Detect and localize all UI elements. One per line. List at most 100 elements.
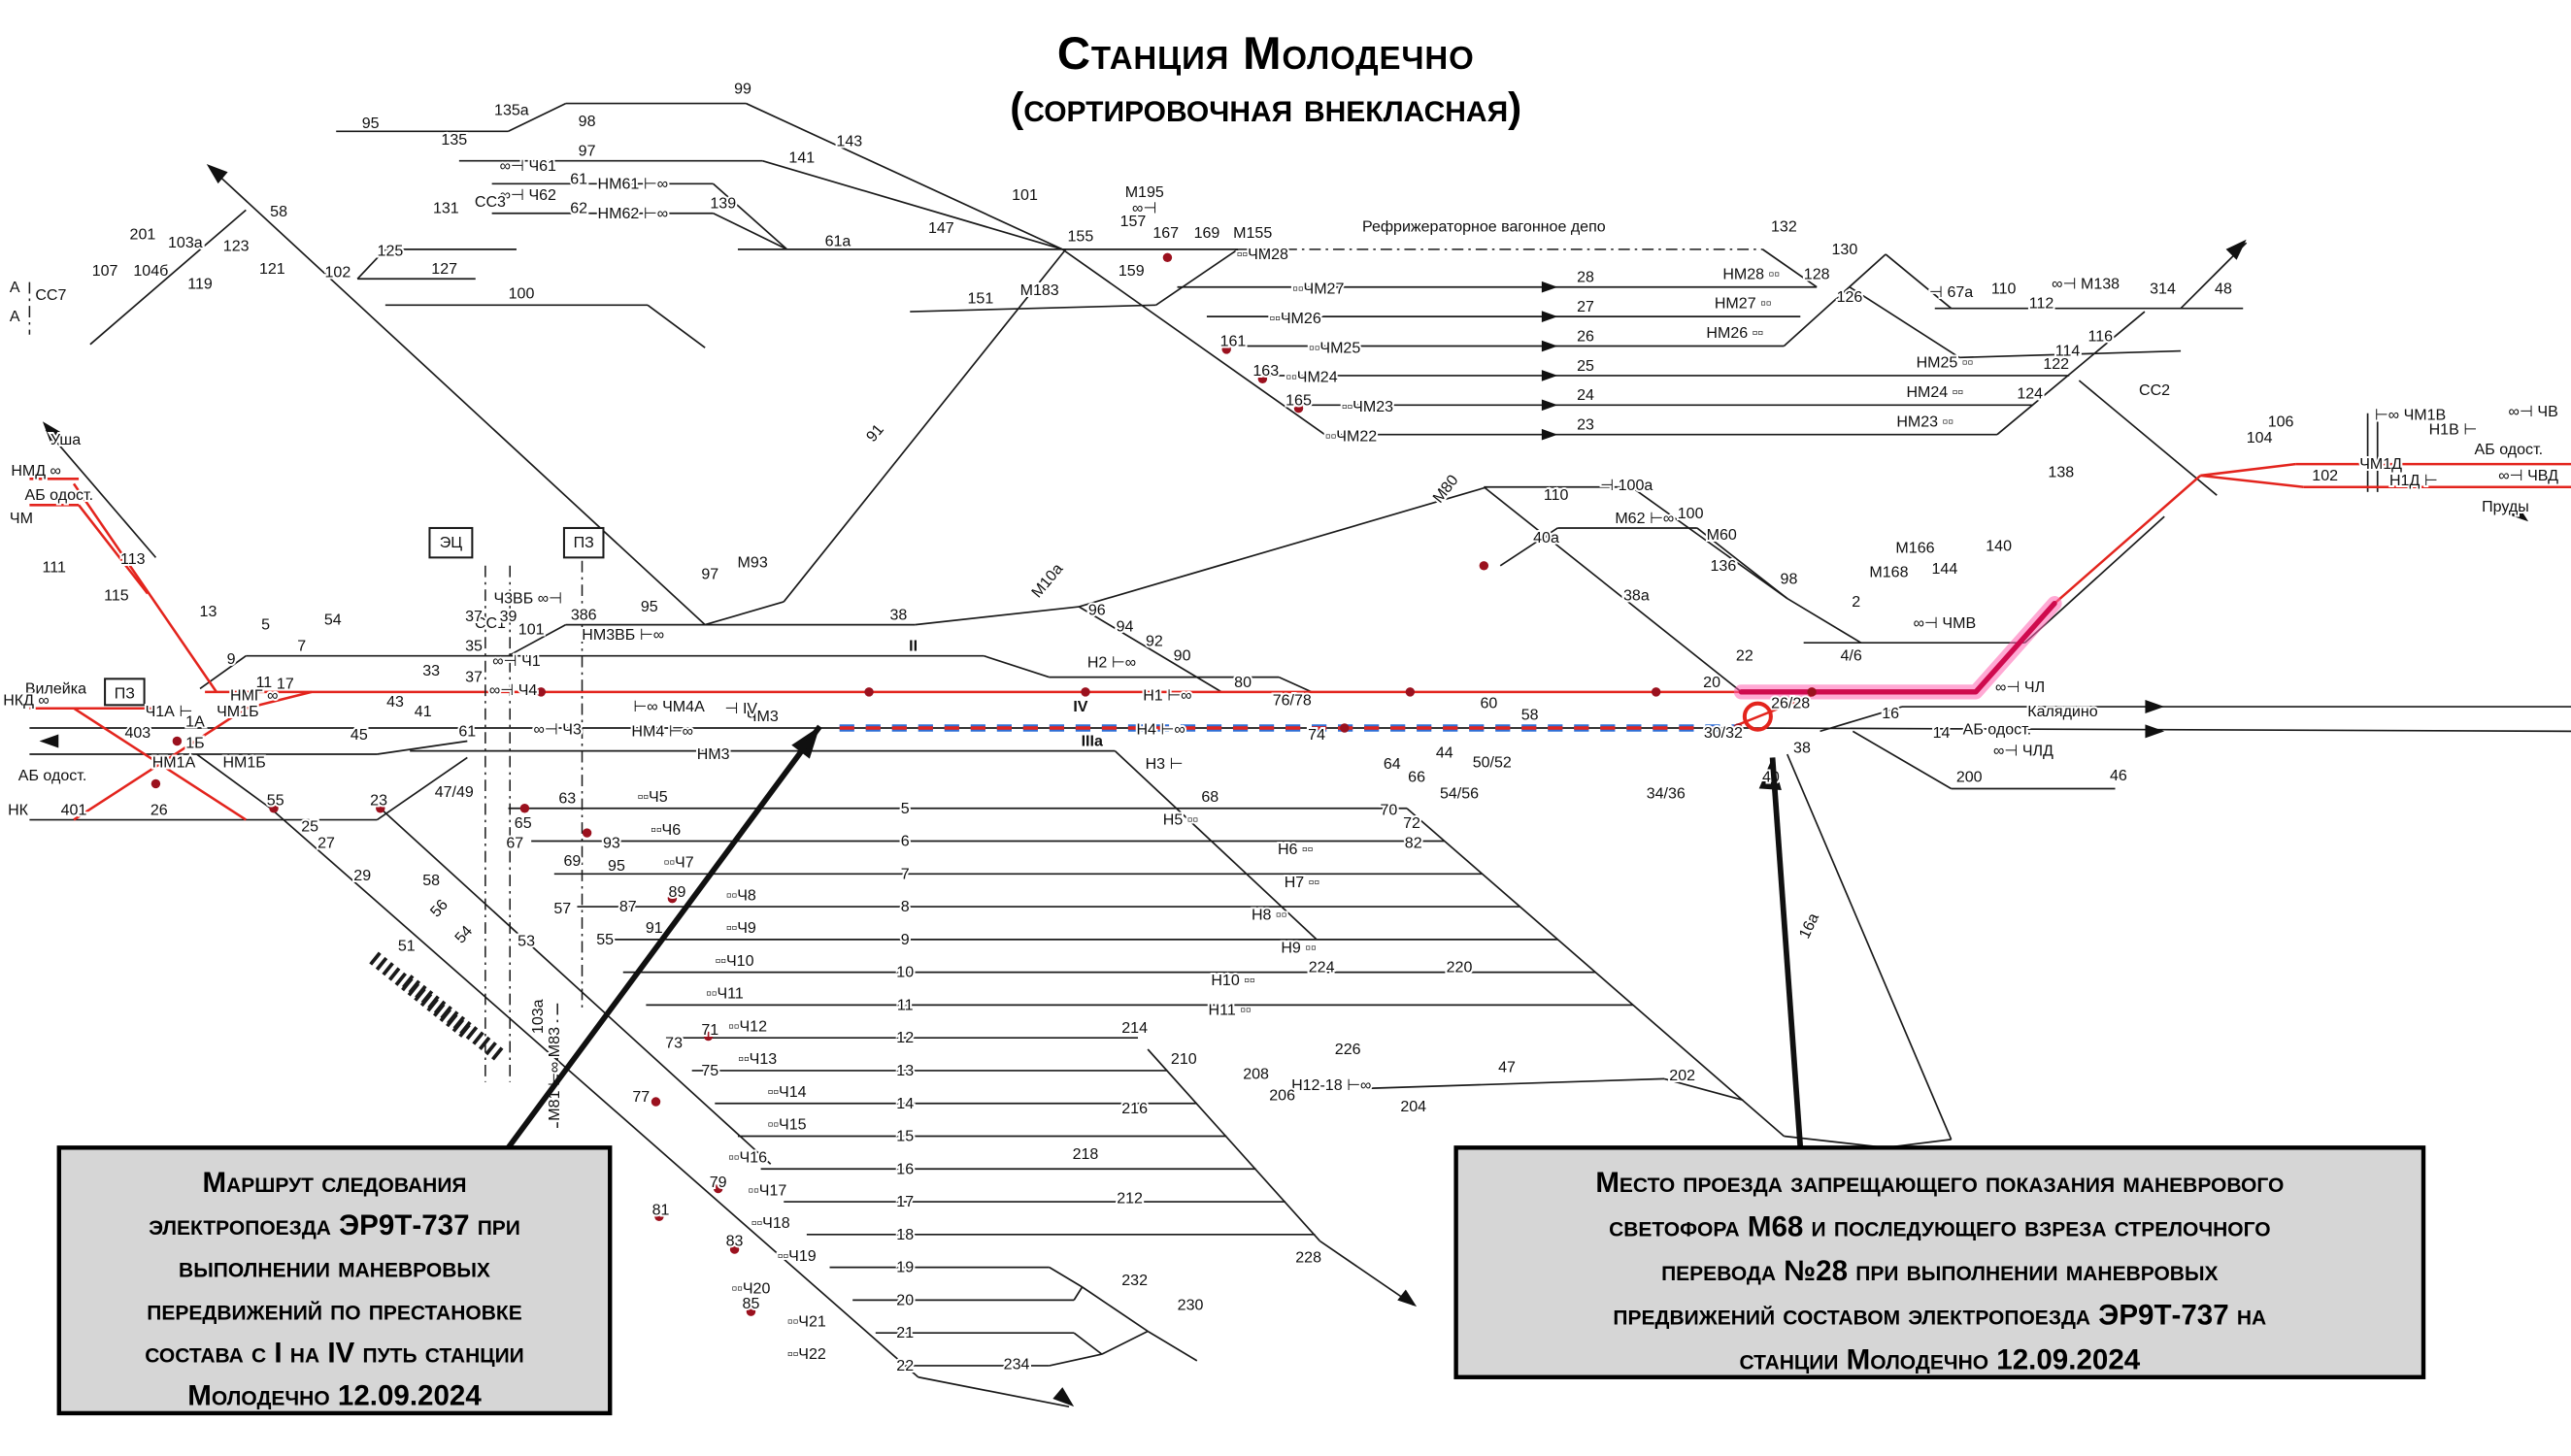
direction-arrow [1541, 311, 1558, 322]
diagram-label: 29 [353, 867, 371, 884]
diagram-label: ▫▫Ч15 [768, 1116, 807, 1134]
diagram-label: НМ1А [152, 754, 196, 772]
direction-arrow [42, 421, 62, 444]
diagram-label: ∞⊣ ЧЛД [1993, 743, 2053, 760]
diagram-label: 226 [1335, 1041, 1361, 1058]
left-callout-line: состава с I на IV путь станции [145, 1338, 524, 1370]
insulated-joint-dot [519, 804, 530, 813]
diagram-label: 74 [1308, 726, 1325, 744]
left-callout-line: электропоезда ЭР9Т-737 при [149, 1209, 520, 1241]
insulated-joint-dot [1340, 723, 1350, 733]
diagram-label: М183 [1020, 281, 1059, 299]
track-segment [376, 756, 468, 821]
diagram-label: 23 [1577, 416, 1594, 434]
insulated-joint-dot [713, 1183, 723, 1194]
diagram-label: 30/32 [1704, 724, 1743, 742]
diagram-label: 12 [896, 1029, 914, 1046]
diagram-label: 27 [1577, 298, 1594, 315]
diagram-label: 132 [1771, 217, 1797, 235]
diagram-label: 107 [92, 262, 118, 280]
diagram-label: 18 [896, 1226, 914, 1243]
diagram-label: 53 [518, 933, 535, 950]
diagram-label: 76/78 [1273, 691, 1312, 709]
track-segment [1114, 750, 1318, 941]
diagram-label: НМ25 ▫▫ [1917, 353, 1974, 371]
diagram-label: АБ одост. [2475, 441, 2544, 458]
track-segment [380, 808, 772, 1165]
diagram-label: 104б [133, 262, 168, 280]
diagram-label: ЧМ1Б [217, 703, 258, 720]
track-segment [1786, 597, 1862, 644]
diagram-label: 9 [901, 931, 910, 948]
insulated-joint-dot [1733, 723, 1743, 733]
diagram-label: 61 [570, 170, 587, 187]
track-segment [1147, 1048, 1321, 1242]
diagram-label: 95 [641, 598, 658, 615]
diagram-label: ⊢∞ ЧМ4А [633, 698, 705, 715]
diagram-label: 206 [1269, 1086, 1295, 1104]
pz-building-box [562, 526, 605, 559]
direction-arrow [1541, 370, 1558, 381]
diagram-label: 56 [427, 896, 451, 920]
right-callout-line: станции Молодечно 12.09.2024 [1739, 1343, 2140, 1375]
diagram-label: 98 [1781, 570, 1798, 587]
right-callout-line: светофора М68 и последующего взреза стре… [1609, 1211, 2270, 1243]
track-segment [1849, 286, 1960, 359]
track-segment [1630, 486, 1788, 600]
diagram-label: ЧМ1Д [2359, 455, 2402, 473]
diagram-label: 17 [277, 675, 294, 692]
diagram-label: Н1В ⊢ [2429, 421, 2478, 439]
diagram-label: 14 [1933, 724, 1951, 742]
diagram-labels-layer: 95135а13598979914114314710161а1396162∞⊣ … [1, 78, 2560, 1376]
diagram-label: Н9 ▫▫ [1281, 939, 1316, 956]
diagram-label: 136 [1711, 557, 1737, 575]
diagram-label: 11 [256, 674, 273, 691]
diagram-label: 66 [1408, 769, 1425, 786]
diagram-label: 159 [1119, 262, 1145, 280]
track-segment [1082, 1286, 1149, 1333]
diagram-label: II [909, 638, 918, 655]
diagram-label: ▫▫Ч7 [664, 854, 694, 872]
diagram-label: 23 [370, 791, 387, 809]
direction-arrow [2145, 700, 2165, 714]
track-segment [199, 655, 247, 690]
diagram-label: 101 [518, 621, 545, 639]
diagram-label: ∞⊣ [1132, 200, 1156, 217]
diagram-label: 47 [1498, 1059, 1516, 1076]
diagram-label: ▫▫Ч19 [778, 1247, 817, 1265]
track-segment [1073, 1286, 1084, 1301]
diagram-label: Рефрижераторное вагонное депо [1362, 217, 1606, 235]
track-segment [1147, 1330, 1198, 1362]
diagram-label: 169 [1194, 224, 1220, 242]
diagram-label: 157 [1120, 213, 1147, 230]
diagram-label: 202 [1669, 1067, 1695, 1084]
diagram-label: 58 [422, 872, 440, 889]
direction-arrow [206, 164, 228, 184]
left-callout-line: передвижений по престановке [147, 1295, 521, 1327]
track-segment [713, 212, 787, 250]
track-segment [2024, 515, 2165, 644]
diagram-label: 34/36 [1647, 785, 1686, 803]
diagram-label: 26 [1577, 327, 1594, 345]
diagram-label: НМ23 ▫▫ [1896, 413, 1953, 430]
track-segment [246, 690, 313, 710]
diagram-label: 214 [1121, 1019, 1148, 1037]
diagram-label: 25 [1577, 357, 1594, 375]
diagram-label: НМГ ∞ [230, 686, 279, 704]
diagram-label: НМД ∞ [11, 462, 61, 480]
track-segment [508, 623, 567, 657]
track-segment [377, 740, 468, 755]
diagram-label: ▫▫Ч12 [728, 1017, 767, 1035]
diagram-label: 79 [710, 1174, 727, 1191]
diagram-label: 64 [1384, 755, 1401, 773]
diagram-label: 26 [150, 802, 168, 819]
diagram-label: IIIа [1082, 733, 1104, 750]
diagram-label: ∞⊣ Ч61 [500, 157, 556, 175]
diagram-label: 216 [1121, 1100, 1148, 1117]
diagram-label: М155 [1233, 224, 1272, 242]
diagram-label: 98 [579, 113, 596, 130]
diagram-label: 54/56 [1440, 785, 1479, 803]
track-segment [713, 182, 788, 250]
diagram-label: 38а [1623, 586, 1650, 604]
diagram-label: ∞⊣ Ч1 [492, 652, 541, 670]
